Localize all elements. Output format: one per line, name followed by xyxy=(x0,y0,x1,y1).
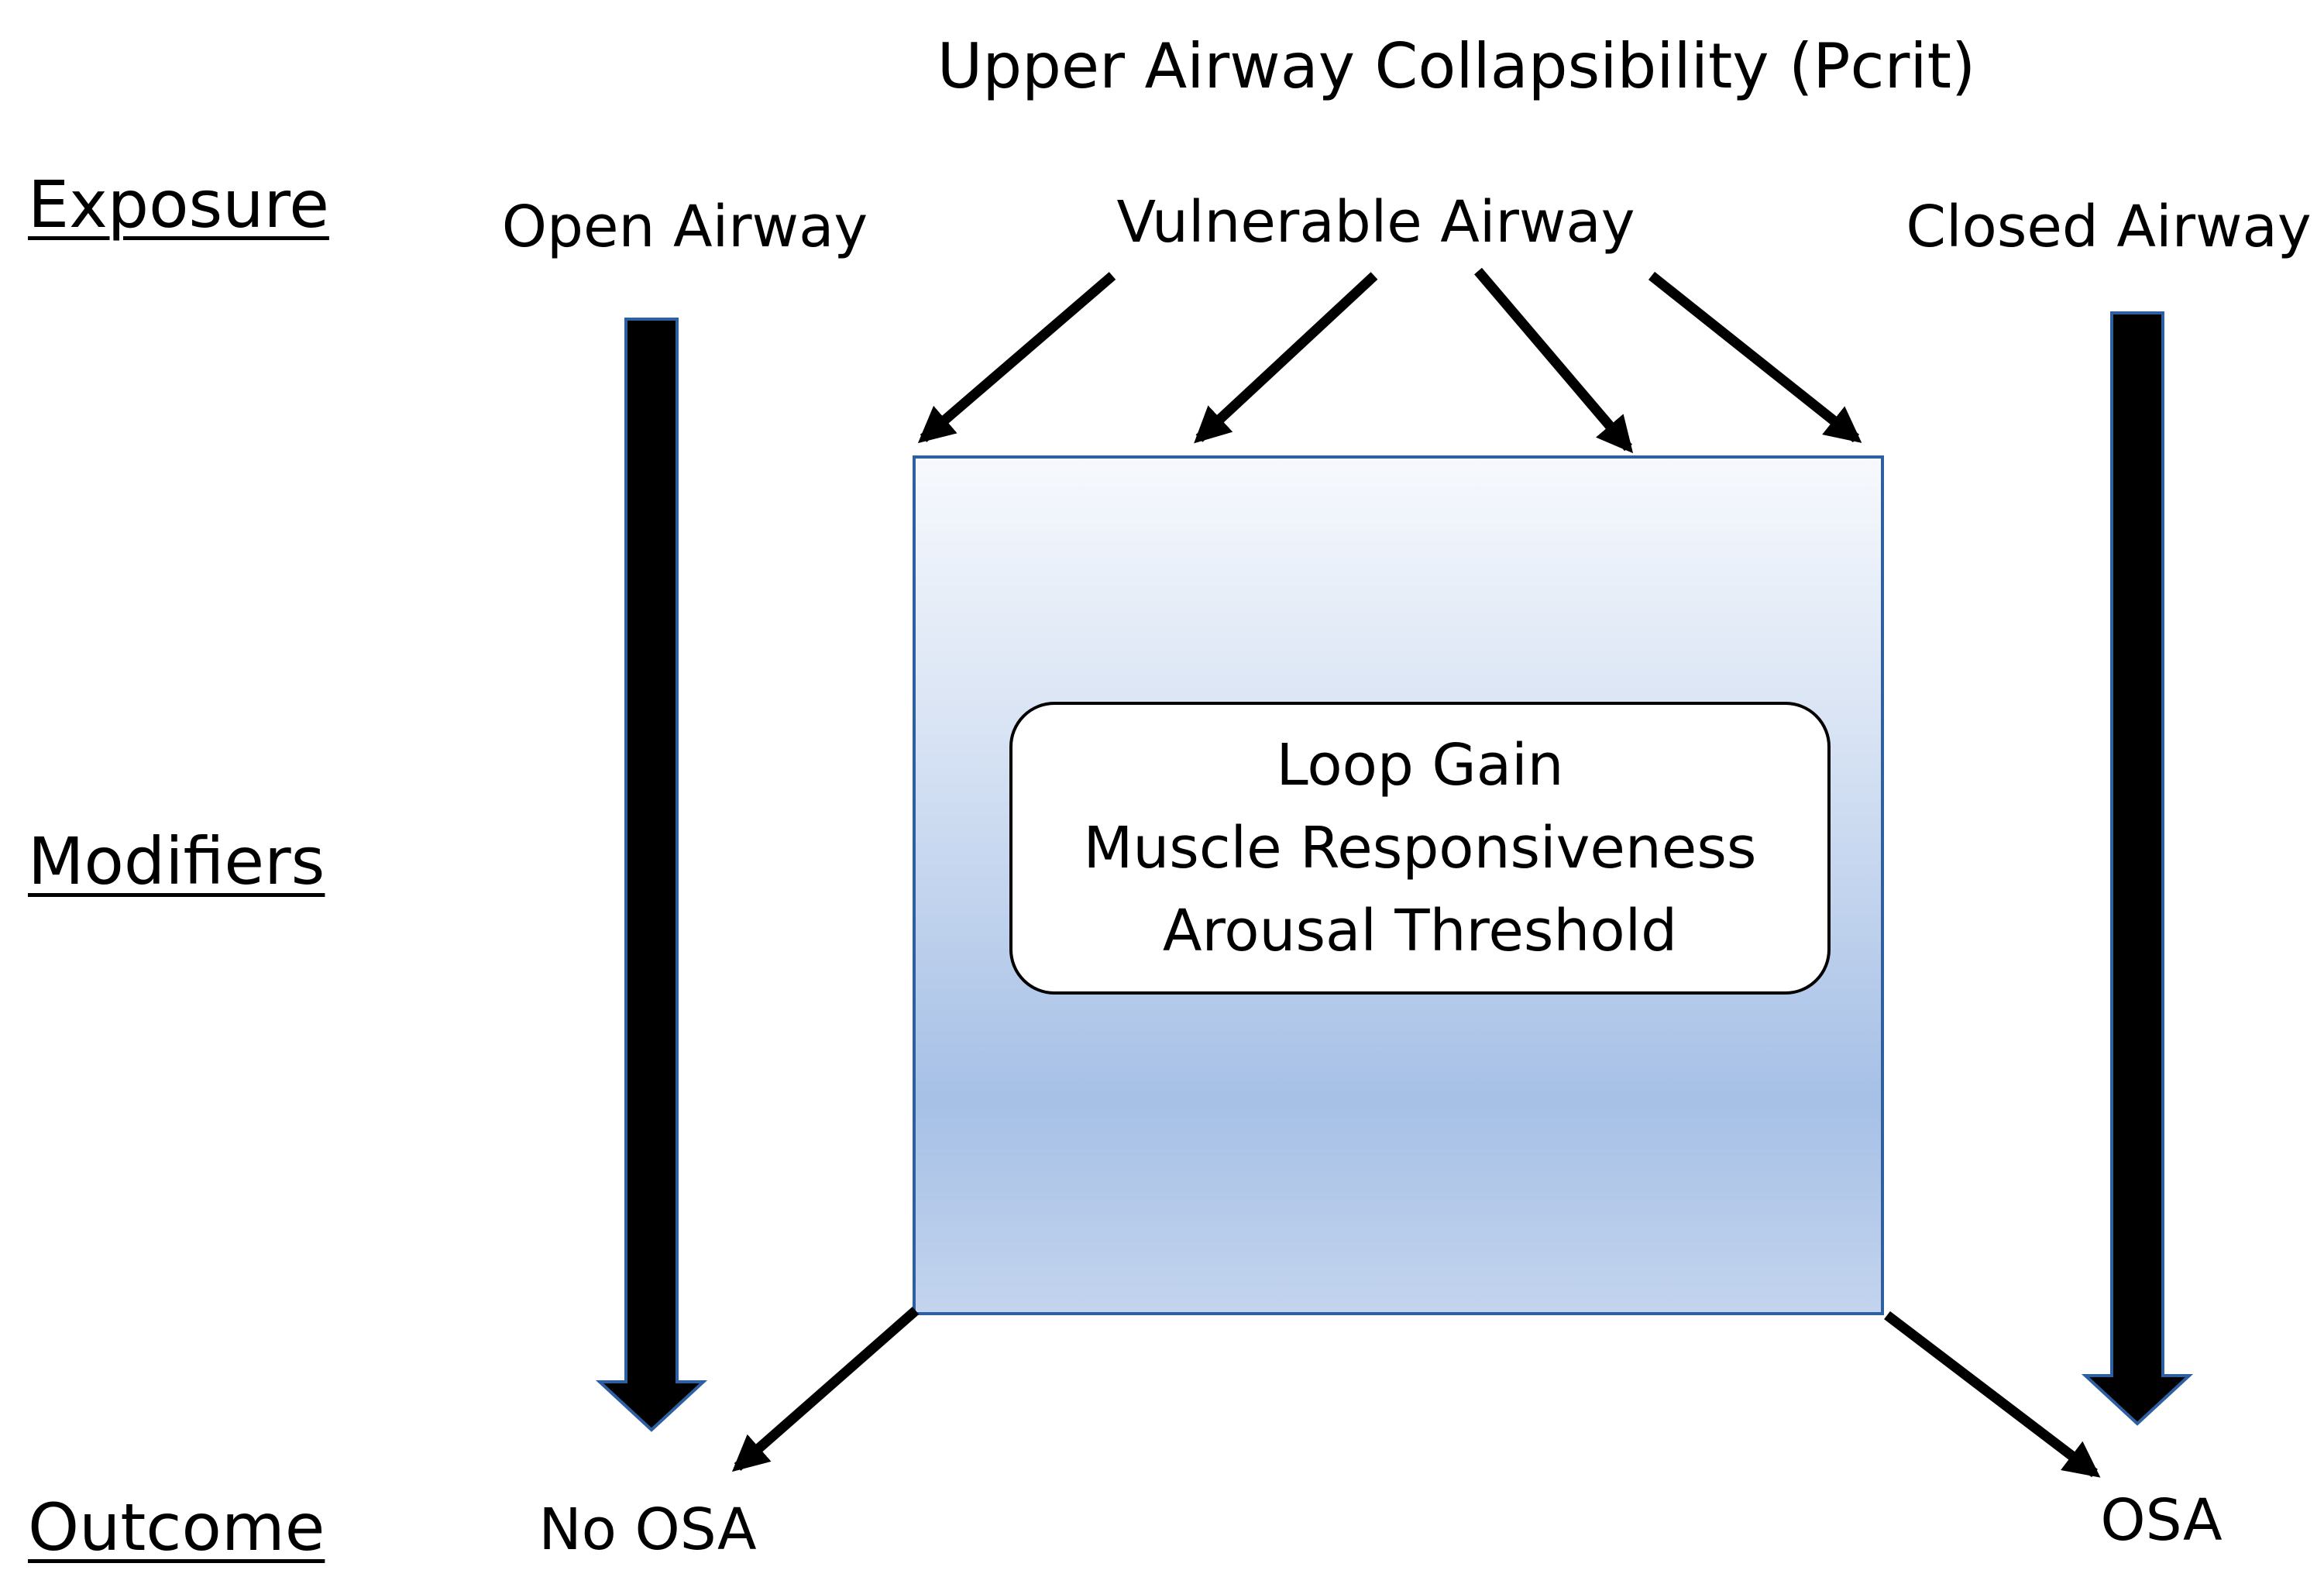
no-osa-arrow xyxy=(731,1307,920,1472)
closed-airway-label: Closed Airway xyxy=(1906,194,2312,260)
osa-arrow xyxy=(1884,1311,2101,1478)
modifier-arousal-threshold: Arousal Threshold xyxy=(1162,897,1678,964)
diagram-title: Upper Airway Collapsibility (Pcrit) xyxy=(937,30,1976,102)
exposure-row-label: Exposure xyxy=(28,167,329,242)
vulnerable-arrow-3 xyxy=(1474,267,1634,454)
open-airway-arrow xyxy=(595,318,708,1432)
modifier-muscle-responsiveness: Muscle Responsiveness xyxy=(1083,814,1757,881)
modifier-loop-gain: Loop Gain xyxy=(1276,731,1564,799)
vulnerable-airway-label: Vulnerable Airway xyxy=(1116,189,1635,256)
open-airway-label: Open Airway xyxy=(501,194,868,260)
modifiers-row-label: Modifiers xyxy=(28,823,325,899)
vulnerable-arrow-1 xyxy=(917,272,1116,444)
osa-label: OSA xyxy=(2100,1487,2223,1554)
outcome-row-label: Outcome xyxy=(28,1489,325,1565)
no-osa-label: No OSA xyxy=(538,1496,757,1563)
vulnerable-arrow-2 xyxy=(1194,272,1378,444)
closed-airway-arrow xyxy=(2081,311,2194,1426)
modifiers-box: Loop Gain Muscle Responsiveness Arousal … xyxy=(1009,702,1831,995)
vulnerable-arrow-4 xyxy=(1648,271,1862,443)
